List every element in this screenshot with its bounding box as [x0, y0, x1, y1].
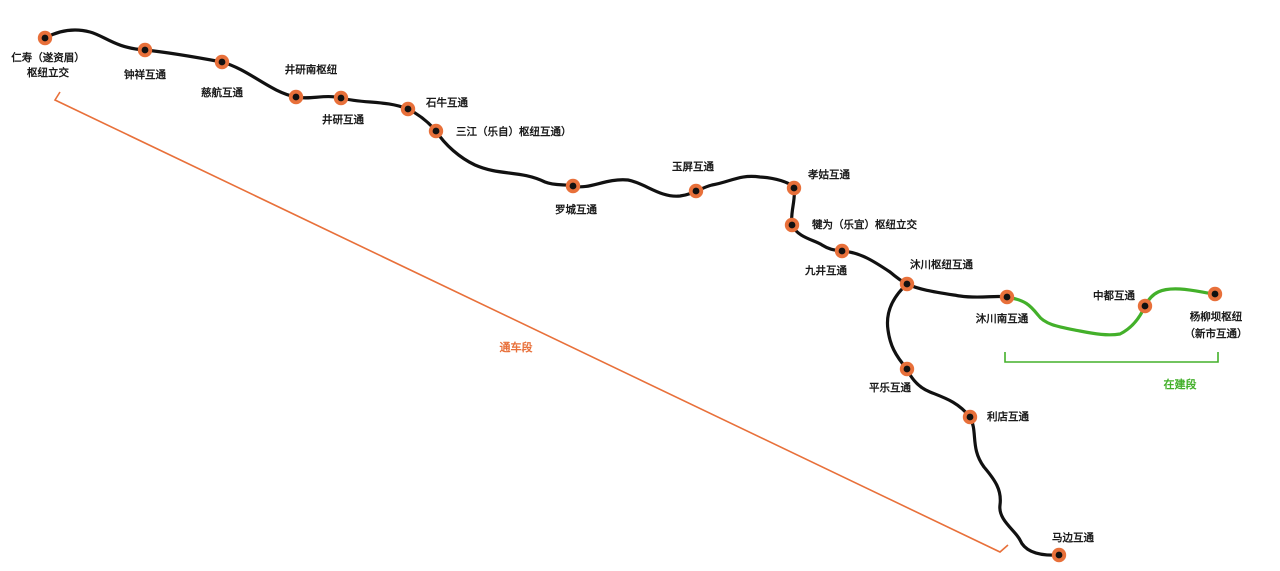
station-label: 九井互通	[804, 264, 847, 277]
station-muchuannan[interactable]: 沐川南互通	[976, 289, 1029, 325]
station-marker-dot	[1211, 290, 1219, 298]
station-marker-dot	[41, 34, 49, 42]
station-marker-dot	[1141, 302, 1149, 310]
station-label: 平乐互通	[869, 381, 911, 394]
station-shiniu[interactable]: 石牛互通	[400, 96, 469, 117]
station-label: 沐川枢纽互通	[910, 258, 973, 271]
station-marker-dot	[966, 413, 974, 421]
station-pingle[interactable]: 平乐互通	[869, 361, 915, 394]
station-label: 三江（乐自）枢纽互通）	[456, 125, 572, 138]
station-cihang[interactable]: 慈航互通	[201, 54, 243, 99]
station-marker-dot	[903, 280, 911, 288]
station-label: 马边互通	[1052, 531, 1094, 544]
open-segment-bracket	[53, 91, 1009, 553]
construction-segment-bracket	[1004, 352, 1219, 363]
station-label: 石牛互通	[425, 96, 468, 109]
station-xiaogu[interactable]: 孝姑互通	[786, 168, 851, 196]
open-segment-label: 通车段	[500, 340, 533, 354]
station-label: 利店互通	[987, 410, 1029, 423]
station-jingyannan[interactable]: 井研南枢纽	[285, 63, 338, 105]
station-label: 仁寿（遂资眉）	[11, 51, 85, 64]
station-marker-dot	[337, 94, 345, 102]
station-marker-dot	[141, 46, 149, 54]
station-marker-dot	[1003, 293, 1011, 301]
station-zhongdu[interactable]: 中都互通	[1093, 289, 1153, 314]
station-label: 犍为（乐宜）枢纽立交	[812, 218, 917, 231]
station-label: 中都互通	[1093, 289, 1135, 302]
station-label: 钟祥互通	[124, 68, 166, 81]
construction-route-line	[1005, 287, 1217, 337]
open-route-line	[43, 28, 1009, 299]
station-sanjiang[interactable]: 三江（乐自）枢纽互通）	[428, 123, 572, 139]
station-renshou[interactable]: 仁寿（遂资眉） 枢纽立交	[11, 30, 85, 79]
station-marker-dot	[838, 247, 846, 255]
station-yuping[interactable]: 玉屏互通	[672, 161, 714, 199]
station-marker-dot	[218, 58, 226, 66]
station-lidian[interactable]: 利店互通	[962, 409, 1030, 425]
station-qianwei[interactable]: 犍为（乐宜）枢纽立交	[784, 217, 918, 233]
station-label: 沐川南互通	[976, 312, 1029, 325]
station-zhongxiang[interactable]: 钟祥互通	[124, 42, 166, 81]
station-label: 枢纽立交	[27, 66, 69, 79]
station-label: 孝姑互通	[807, 168, 850, 181]
station-label: 井研南枢纽	[285, 63, 338, 76]
station-marker-dot	[692, 187, 700, 195]
station-label: 罗城互通	[555, 203, 597, 216]
station-luocheng[interactable]: 罗城互通	[555, 178, 597, 216]
station-marker-dot	[432, 127, 440, 135]
station-label: 杨柳坝枢纽	[1190, 310, 1243, 323]
station-yangliuba[interactable]: 杨柳坝枢纽 （新市互通）	[1185, 286, 1248, 340]
station-jingyan[interactable]: 井研互通	[322, 90, 364, 126]
station-marker-dot	[292, 93, 300, 101]
station-label: （新市互通）	[1185, 327, 1248, 340]
construction-segment-label: 在建段	[1164, 377, 1197, 391]
station-label: 玉屏互通	[672, 161, 714, 173]
station-label: 井研互通	[322, 113, 364, 126]
station-marker-dot	[1055, 551, 1063, 559]
station-marker-dot	[788, 221, 796, 229]
station-marker-dot	[790, 184, 798, 192]
station-marker-dot	[903, 365, 911, 373]
station-muchuan[interactable]: 沐川枢纽互通	[899, 258, 974, 292]
station-label: 慈航互通	[201, 86, 243, 99]
station-mabian[interactable]: 马边互通	[1051, 531, 1095, 563]
station-jiujing[interactable]: 九井互通	[804, 243, 850, 277]
station-marker-dot	[404, 105, 412, 113]
station-marker-dot	[569, 182, 577, 190]
